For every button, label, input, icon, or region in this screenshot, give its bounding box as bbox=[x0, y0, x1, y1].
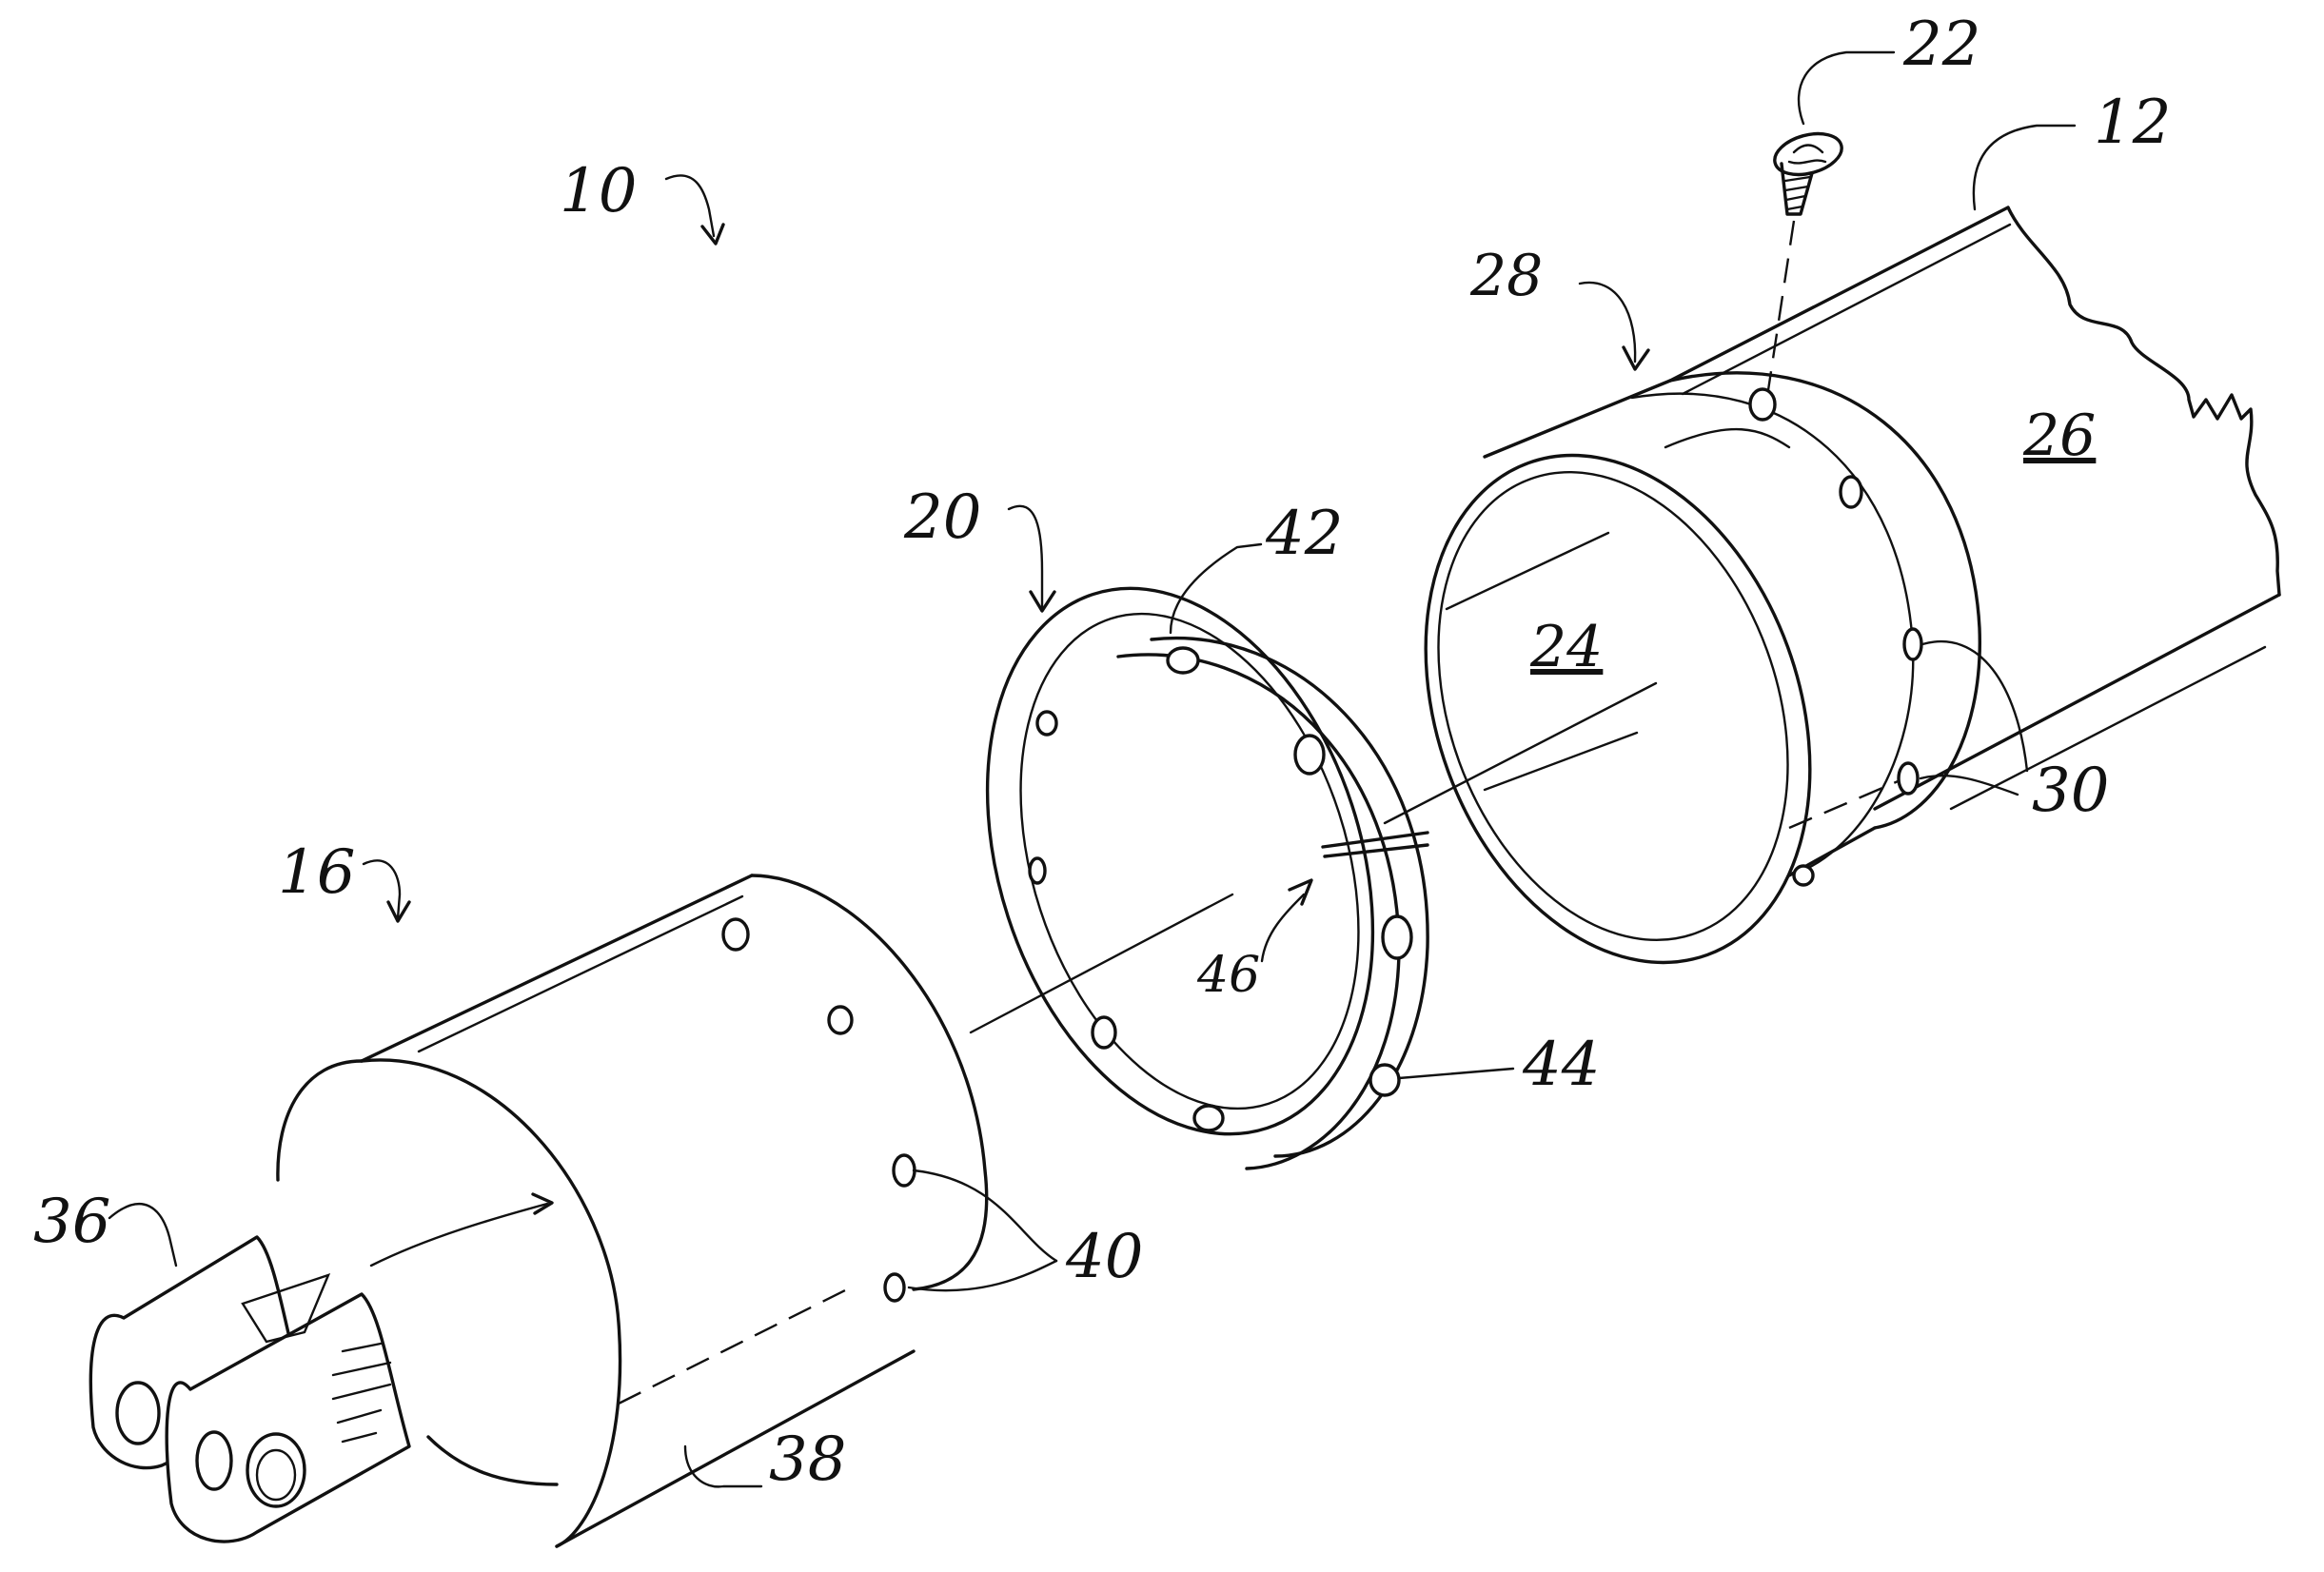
fitting-holes bbox=[721, 917, 916, 1303]
label-40: 40 bbox=[1065, 1222, 1143, 1292]
pole-sleeve bbox=[1424, 371, 1981, 965]
pole-tube bbox=[1664, 206, 2281, 811]
leader-lines bbox=[108, 50, 2077, 1488]
axis-line-2 bbox=[1383, 681, 1658, 825]
label-24: 24 bbox=[1529, 614, 1603, 680]
label-44: 44 bbox=[1522, 1030, 1600, 1100]
reference-numerals: 10 12 16 20 22 24 26 28 30 36 38 40 42 4… bbox=[33, 10, 2171, 1495]
label-46: 46 bbox=[1196, 947, 1260, 1004]
axis-line bbox=[969, 893, 1234, 1034]
label-36: 36 bbox=[33, 1187, 110, 1257]
label-10: 10 bbox=[560, 156, 637, 226]
label-30: 30 bbox=[2032, 756, 2109, 826]
split-ring bbox=[985, 586, 1429, 1170]
label-28: 28 bbox=[1469, 243, 1543, 309]
label-38: 38 bbox=[769, 1425, 846, 1495]
label-12: 12 bbox=[2094, 88, 2171, 158]
label-20: 20 bbox=[903, 482, 981, 553]
label-42: 42 bbox=[1265, 499, 1343, 569]
label-22: 22 bbox=[1902, 10, 1980, 80]
end-fitting bbox=[89, 874, 989, 1548]
ring-holes bbox=[1028, 646, 1413, 1132]
screw bbox=[1766, 131, 1843, 391]
label-16: 16 bbox=[278, 837, 355, 908]
pole-holes bbox=[1748, 387, 1923, 887]
label-26: 26 bbox=[2022, 403, 2096, 469]
